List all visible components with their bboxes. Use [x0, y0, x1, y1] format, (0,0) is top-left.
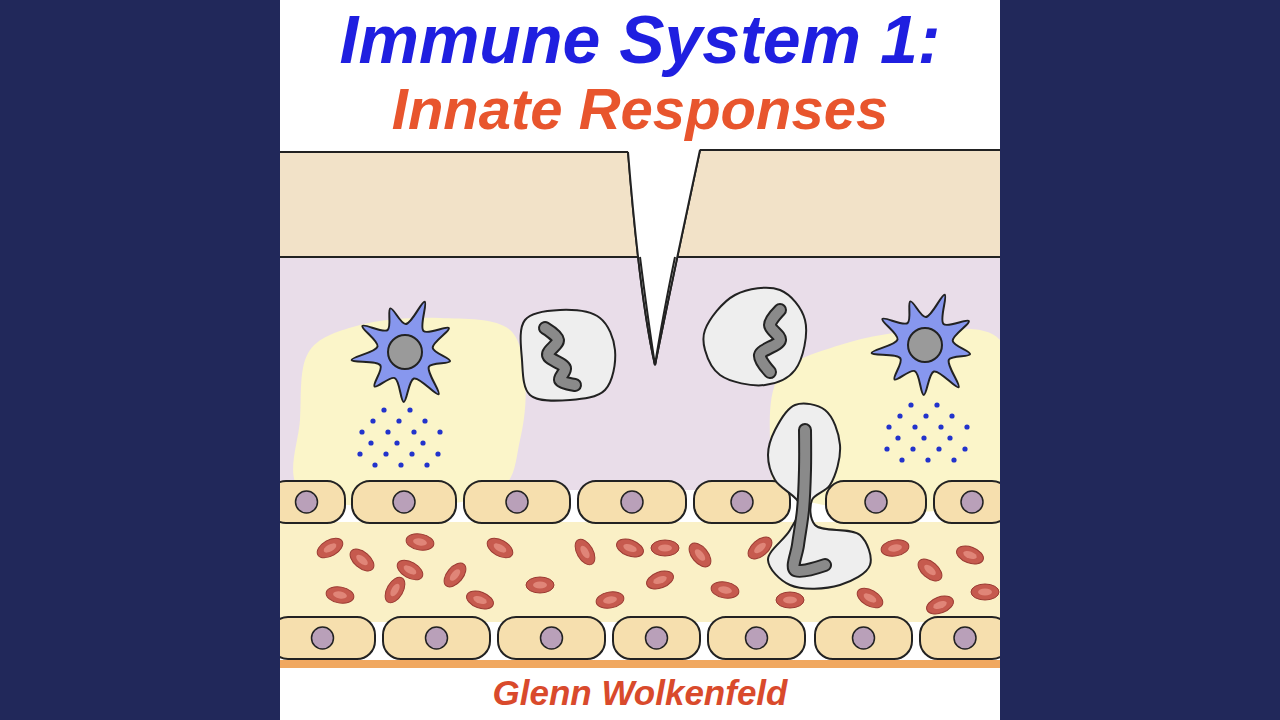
endothelial-cell — [934, 481, 1000, 523]
wound — [628, 148, 700, 365]
red-blood-cell — [314, 534, 346, 562]
red-blood-cell — [971, 584, 999, 600]
red-blood-cell — [651, 540, 679, 556]
vessel-lumen — [280, 522, 1000, 622]
neutrophil — [521, 310, 616, 401]
red-blood-cell — [614, 536, 646, 561]
neutrophil-extravasating — [768, 404, 871, 589]
red-blood-cell — [880, 538, 910, 559]
red-blood-cell — [924, 593, 956, 618]
endothelial-cell — [815, 617, 912, 659]
red-blood-cell — [440, 559, 470, 591]
red-blood-cell — [325, 585, 355, 606]
swelling-zone — [293, 318, 526, 508]
endothelial-cell — [280, 481, 345, 523]
red-blood-cell — [685, 539, 715, 571]
endothelial-cell — [826, 481, 926, 523]
red-blood-cell — [710, 580, 740, 601]
red-blood-cell — [954, 543, 986, 568]
neutrophil — [703, 288, 806, 386]
red-blood-cell — [381, 574, 409, 606]
red-blood-cell — [346, 545, 378, 575]
cytokine-dots — [884, 402, 969, 462]
endothelial-cell — [613, 617, 700, 659]
red-blood-cell — [484, 534, 516, 562]
endothelial-cell — [694, 481, 790, 523]
endothelial-cell — [383, 617, 490, 659]
subtitle: Innate Responses — [280, 76, 1000, 142]
wound-edge — [628, 150, 700, 365]
tissue-drawing — [280, 148, 1000, 668]
author: Glenn Wolkenfeld — [280, 670, 1000, 716]
cytokine-dots — [357, 407, 442, 467]
endothelial-cell — [280, 617, 375, 659]
endothelial-cell — [708, 617, 805, 659]
red-blood-cell — [526, 577, 554, 593]
vessel-base — [280, 660, 1000, 668]
red-blood-cell — [644, 568, 676, 593]
red-blood-cell — [595, 590, 625, 611]
title: Immune System 1: — [280, 2, 1000, 76]
endothelial-cell — [498, 617, 605, 659]
red-blood-cell — [464, 588, 496, 613]
endothelial-cell — [352, 481, 456, 523]
dendritic-cell — [872, 295, 971, 395]
endothelial-cell — [464, 481, 570, 523]
red-blood-cell — [776, 592, 804, 608]
red-blood-cell — [571, 536, 599, 568]
red-blood-cell — [854, 584, 886, 612]
dendritic-cell — [352, 302, 451, 402]
endothelial-cell — [920, 617, 1000, 659]
red-blood-cell — [394, 556, 426, 584]
endothelial-cell — [578, 481, 686, 523]
red-blood-cell — [405, 532, 435, 553]
red-blood-cell — [914, 555, 946, 585]
